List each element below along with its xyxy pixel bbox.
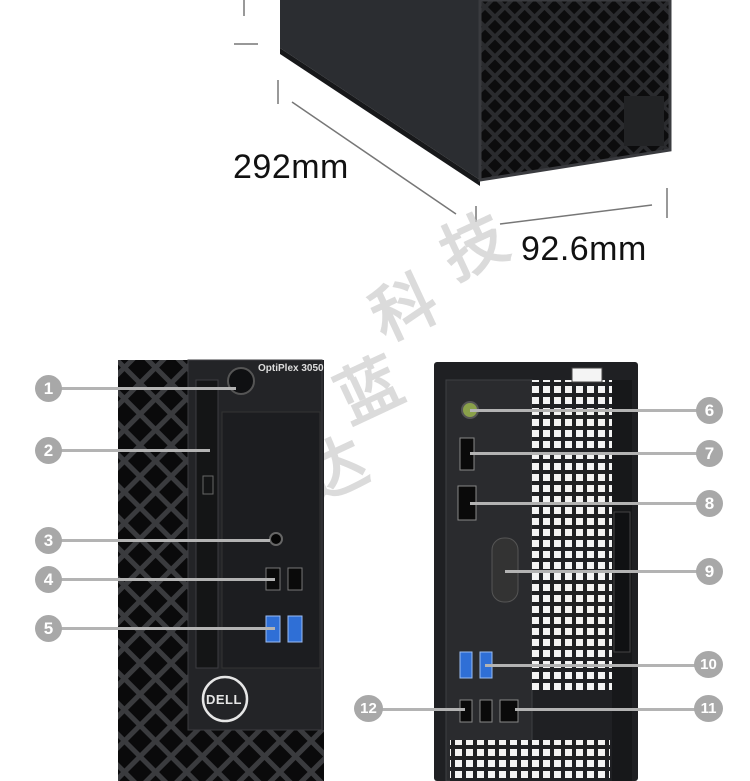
depth-dimension-label: 292mm <box>233 148 349 186</box>
callout-leader <box>60 539 270 542</box>
callout-leader <box>60 578 275 581</box>
callout-leader <box>515 708 698 711</box>
callout-badge: 2 <box>35 437 62 464</box>
callout-badge: 10 <box>694 651 723 678</box>
callout-leader <box>60 387 236 390</box>
callout-badge: 6 <box>696 397 723 424</box>
chassis-top-view <box>234 0 672 225</box>
callout-leader <box>470 502 698 505</box>
callout-leader <box>380 708 465 711</box>
callout-badge: 8 <box>696 490 723 517</box>
callout-leader <box>485 664 698 667</box>
callout-badge: 11 <box>694 695 723 722</box>
model-name: OptiPlex 3050 <box>258 363 324 374</box>
callout-badge: 7 <box>696 440 723 467</box>
callout-leader <box>470 452 698 455</box>
rear-panel-image <box>434 362 638 781</box>
callout-badge: 9 <box>696 558 723 585</box>
callout-badge: 12 <box>354 695 383 722</box>
dell-logo: DELL <box>206 692 242 707</box>
callout-leader <box>60 449 210 452</box>
callout-leader <box>60 627 275 630</box>
callout-leader <box>505 570 698 573</box>
callout-badge: 1 <box>35 375 62 402</box>
height-dimension-label: 92.6mm <box>521 230 647 268</box>
callout-leader <box>470 409 698 412</box>
callout-badge: 4 <box>35 566 62 593</box>
callout-badge: 5 <box>35 615 62 642</box>
callout-badge: 3 <box>35 527 62 554</box>
front-panel-image <box>118 359 324 781</box>
